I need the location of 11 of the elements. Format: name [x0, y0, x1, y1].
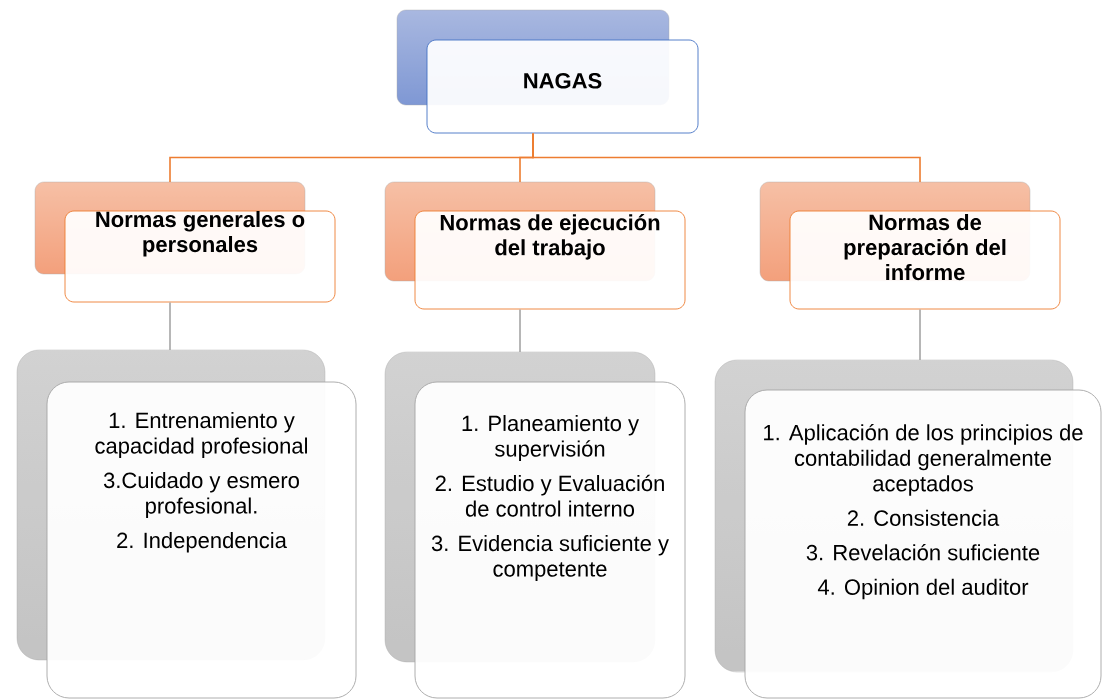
connector-line	[519, 308, 521, 353]
list-box: 1. Aplicación de los principios de contabilidad generalmente aceptados 2. Consistencia 3. Revelación suficiente 4. Opinion del auditor	[714, 359, 1102, 699]
category-box: Normas de preparación del informe	[759, 181, 1061, 310]
connector-line	[919, 308, 921, 361]
category-box: Normas generales o personales	[34, 181, 336, 303]
list-box: 1. Planeamiento y supervisión 2. Estudio y Evaluación de control interno 3. Evidencia suficiente y competente	[384, 351, 686, 699]
title-box: NAGAS	[396, 9, 699, 134]
list-box: 1. Entrenamiento y capacidad profesional 3.Cuidado y esmero profesional. 2. Independencia	[16, 349, 357, 699]
connector-line	[532, 132, 921, 183]
category-box: Normas de ejecución del trabajo	[384, 181, 686, 310]
connector-line	[169, 301, 171, 351]
